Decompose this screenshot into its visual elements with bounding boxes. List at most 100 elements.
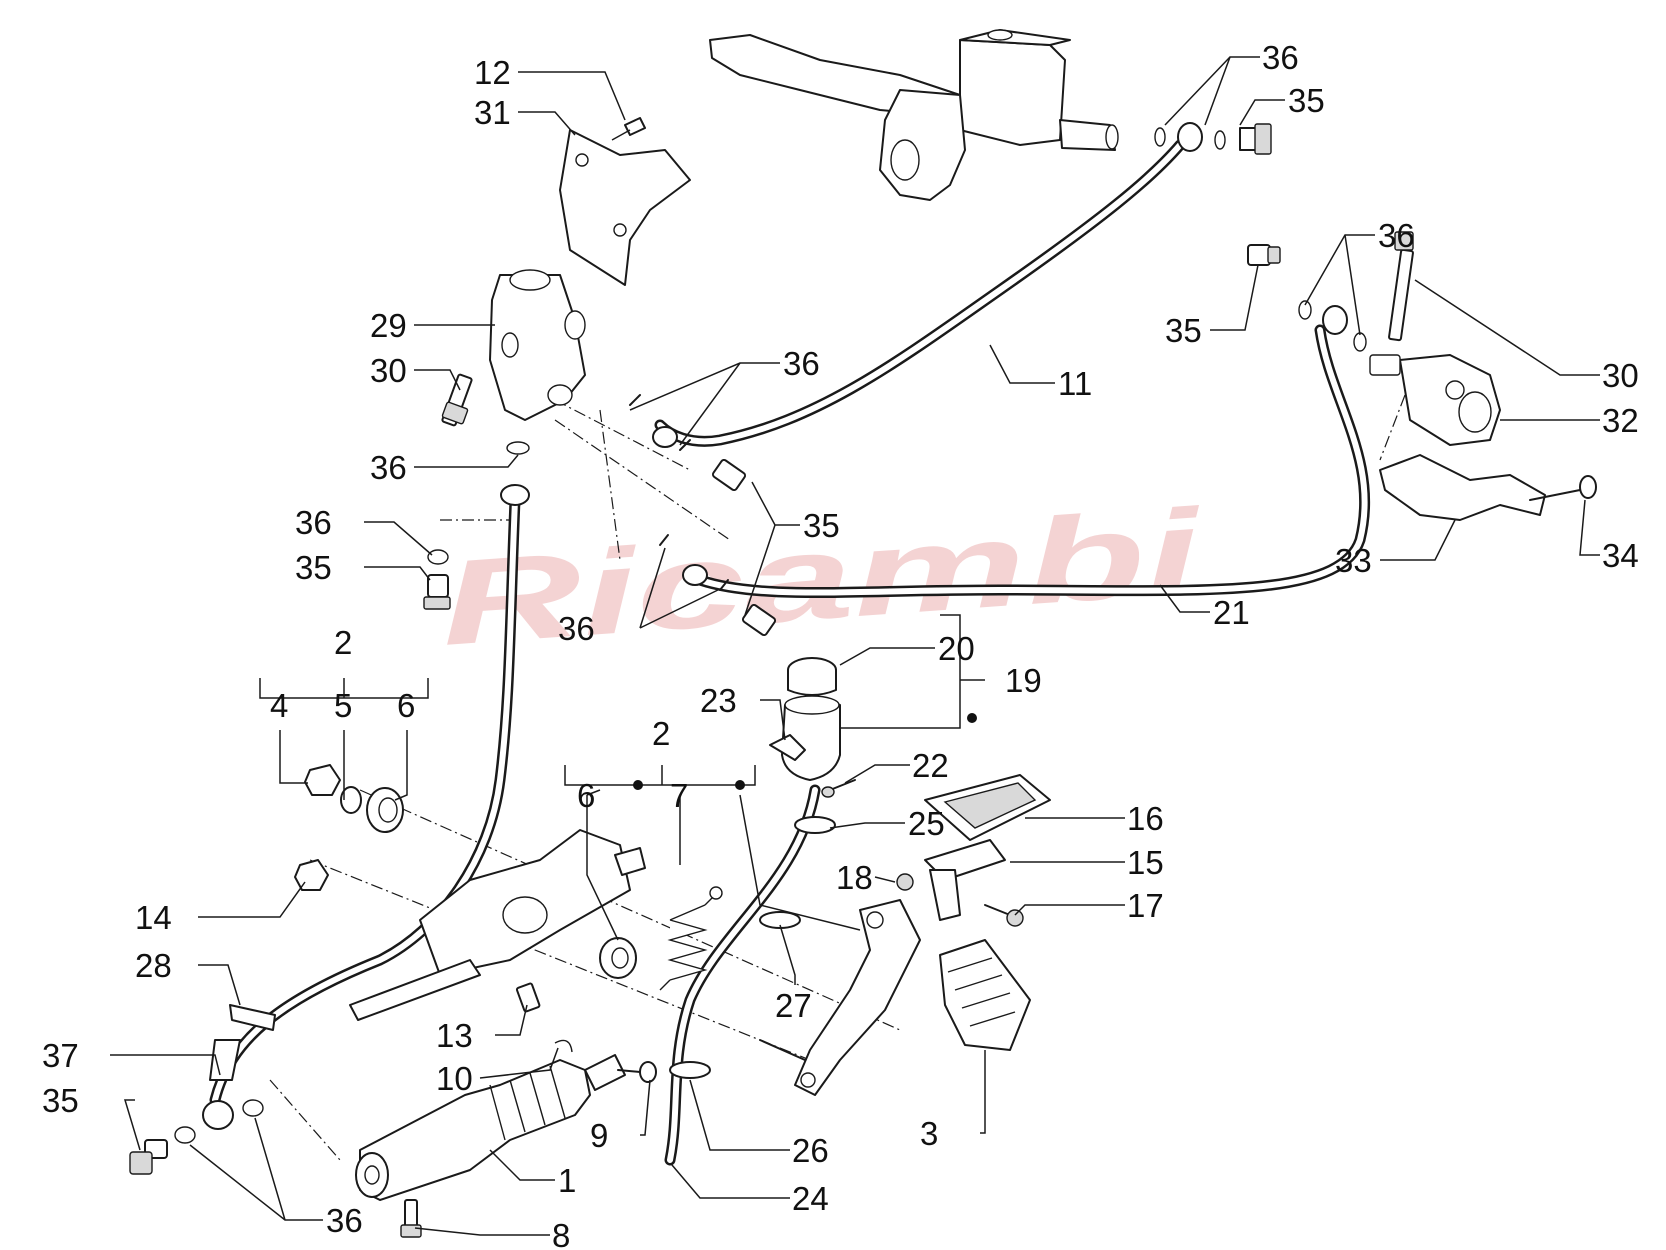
bolt-35-left — [423, 574, 451, 610]
callout-34: 34 — [1602, 537, 1639, 574]
bolt-30-left — [441, 373, 473, 427]
caliper-32 — [1369, 354, 1501, 446]
hose-fitting-37 — [202, 1039, 241, 1130]
bolt-8 — [400, 1199, 422, 1238]
fittings-middle — [629, 394, 777, 637]
callout-22: 22 — [912, 747, 949, 784]
callout-2: 2 — [652, 715, 670, 752]
callout-30: 30 — [370, 352, 407, 389]
callout-36: 36 — [370, 449, 407, 486]
hose-fitting-top — [500, 484, 530, 506]
clip-23 — [769, 734, 806, 761]
callout-36: 36 — [558, 610, 595, 647]
callout-numbers: 12 31 29 30 36 36 35 36 35 11 36 35 36 3… — [42, 39, 1639, 1250]
callout-14: 14 — [135, 899, 172, 936]
bolt-30-right — [1388, 231, 1414, 342]
callout-32: 32 — [1602, 402, 1639, 439]
callout-26: 26 — [792, 1132, 829, 1169]
hose-clamp-28 — [229, 1004, 276, 1031]
banjo-washers-top — [1154, 122, 1272, 155]
bushing-6-left — [366, 787, 404, 833]
brake-distributor-29 — [489, 269, 586, 421]
bolt-35-right — [1247, 244, 1281, 266]
callout-4: 4 — [270, 687, 288, 724]
spring-7 — [659, 886, 723, 991]
callout-25: 25 — [908, 805, 945, 842]
bracket-31 — [559, 129, 691, 286]
callout-36: 36 — [1378, 217, 1415, 254]
brake-pedal-arm — [759, 899, 921, 1096]
callout-36: 36 — [1262, 39, 1299, 76]
callout-16: 16 — [1127, 800, 1164, 837]
pedal-pad-16 — [924, 774, 1051, 841]
callout-7: 7 — [670, 777, 688, 814]
callout-18: 18 — [836, 859, 873, 896]
reference-dots — [633, 713, 977, 790]
callout-13: 13 — [436, 1017, 473, 1054]
callout-31: 31 — [474, 94, 511, 131]
washers-36-right — [1298, 300, 1367, 352]
callout-17: 17 — [1127, 887, 1164, 924]
callout-21: 21 — [1213, 594, 1250, 631]
clip-10 — [554, 1039, 573, 1053]
reservoir-cap-20 — [787, 657, 837, 696]
bolt-34 — [1529, 475, 1597, 501]
callout-1: 1 — [558, 1162, 576, 1199]
leader-lines — [110, 56, 1600, 1236]
callout-3: 3 — [920, 1115, 938, 1152]
rubber-boot-3 — [939, 939, 1031, 1051]
callout-5: 5 — [334, 687, 352, 724]
bushing-6-center — [599, 937, 637, 979]
callout-27: 27 — [775, 987, 812, 1024]
callout-6: 6 — [397, 687, 415, 724]
callout-19: 19 — [1005, 662, 1042, 699]
callout-23: 23 — [700, 682, 737, 719]
callout-15: 15 — [1127, 844, 1164, 881]
plate-13 — [349, 959, 481, 1021]
callout-30: 30 — [1602, 357, 1639, 394]
callout-36: 36 — [295, 504, 332, 541]
callout-11: 11 — [1058, 365, 1092, 402]
assembly-axis-lines — [269, 394, 1406, 1161]
bracket-33 — [1379, 454, 1546, 521]
callout-35: 35 — [1165, 312, 1202, 349]
nut-14 — [294, 859, 329, 891]
screw-22 — [821, 779, 856, 798]
bolt-12 — [611, 117, 646, 141]
callout-36: 36 — [783, 345, 820, 382]
callout-35: 35 — [42, 1082, 79, 1119]
pedal-bracket — [929, 869, 961, 921]
callout-28: 28 — [135, 947, 172, 984]
bolt-13 — [515, 982, 541, 1013]
callout-6: 6 — [577, 777, 595, 814]
reservoir-hose-24 — [664, 784, 821, 1166]
hose-11 — [654, 139, 1186, 447]
callout-33: 33 — [1335, 542, 1372, 579]
rear-master-cylinder-1 — [355, 1054, 626, 1201]
callout-20: 20 — [938, 630, 975, 667]
reservoir-19 — [781, 695, 841, 781]
pin-9 — [617, 1061, 657, 1083]
callout-35: 35 — [1288, 82, 1325, 119]
washers-36-lower — [174, 1099, 264, 1144]
callout-35: 35 — [295, 549, 332, 586]
callout-29: 29 — [370, 307, 407, 344]
bolt-35-lower — [129, 1139, 168, 1175]
bolt-17 — [984, 904, 1024, 927]
hose-21 — [694, 324, 1371, 598]
callout-12: 12 — [474, 54, 511, 91]
nut-18 — [896, 873, 914, 891]
nut-4 — [304, 764, 341, 796]
washer-36-under-distributor — [506, 441, 530, 455]
callout-37: 37 — [42, 1037, 79, 1074]
callout-9: 9 — [590, 1117, 608, 1154]
callout-10: 10 — [436, 1060, 473, 1097]
callout-36: 36 — [326, 1202, 363, 1239]
washer-5 — [340, 786, 362, 814]
washer-36-left — [427, 549, 449, 565]
callout-2: 2 — [334, 624, 352, 661]
callout-35: 35 — [803, 507, 840, 544]
handlebar-master-cylinder — [709, 29, 1119, 201]
callout-24: 24 — [792, 1180, 829, 1217]
